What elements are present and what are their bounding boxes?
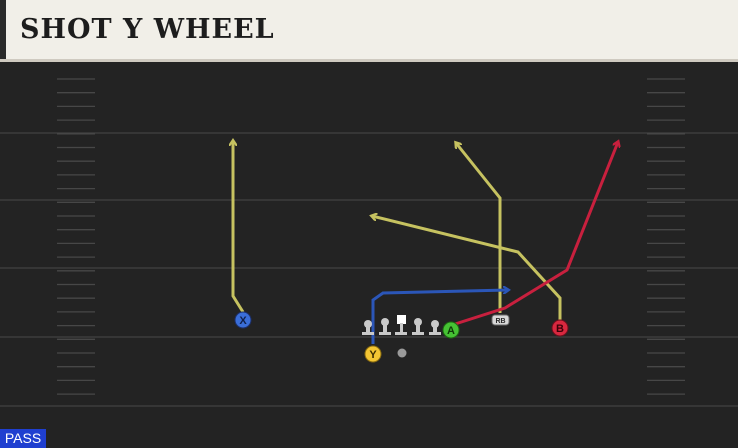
yard-lines (0, 132, 738, 407)
play-title: SHOT Y WHEEL (20, 14, 275, 45)
svg-text:B: B (556, 323, 564, 335)
svg-text:A: A (447, 325, 455, 337)
x-route (233, 141, 245, 313)
player-a[interactable]: A (442, 321, 460, 339)
rb-route (456, 143, 502, 313)
player-x[interactable]: X (234, 311, 252, 329)
hash-marks-right (647, 78, 685, 395)
lineman-icon (362, 320, 374, 335)
quarterback-marker (397, 348, 407, 358)
center-icon (395, 315, 407, 335)
lineman-icon (429, 320, 441, 335)
play-diagram: X Y A B RB (0, 78, 738, 407)
player-y[interactable]: Y (364, 345, 382, 363)
svg-text:Y: Y (369, 349, 377, 361)
a-route (451, 142, 618, 327)
play-field: X Y A B RB (0, 62, 738, 448)
title-bar: SHOT Y WHEEL (0, 0, 738, 62)
lineman-icon (412, 318, 424, 335)
lineman-icon (379, 318, 391, 335)
b-route (372, 216, 562, 321)
offensive-line (362, 315, 441, 335)
title-accent (0, 0, 6, 59)
play-type-badge: PASS (0, 429, 46, 448)
y-route (371, 290, 508, 344)
hash-marks-left (57, 78, 95, 395)
svg-text:X: X (239, 315, 247, 327)
svg-text:RB: RB (495, 318, 505, 325)
player-b[interactable]: B (551, 319, 569, 337)
player-rb[interactable]: RB (491, 314, 510, 326)
